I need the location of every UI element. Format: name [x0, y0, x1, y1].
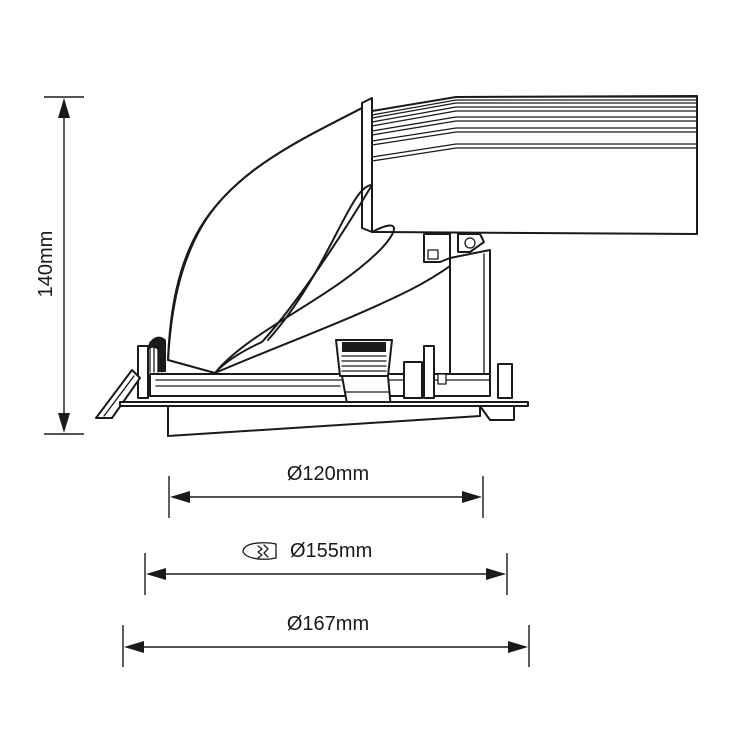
d167-arrow-left [124, 641, 144, 653]
diameter-167-label: Ø167mm [286, 613, 370, 635]
diameter-120-dimension [168, 476, 484, 518]
hole-saw-icon [242, 542, 277, 560]
spring-clip-left [95, 336, 166, 419]
diameter-155-dimension [144, 553, 508, 595]
d155-arrow-left [146, 568, 166, 580]
diameter-155-label: Ø155mm [290, 540, 373, 562]
reflector-arm [167, 107, 463, 374]
diameter-167-dimension [122, 625, 530, 667]
mounting-bracket [423, 233, 491, 377]
height-label: 140mm [35, 230, 57, 298]
led-head [361, 95, 698, 235]
d120-arrow-right [462, 491, 482, 503]
height-dimension [44, 96, 84, 435]
d155-arrow-right [486, 568, 506, 580]
base-frame [149, 345, 513, 399]
d167-arrow-right [508, 641, 528, 653]
diameter-120-label: Ø120mm [286, 463, 370, 485]
height-arrow-top [58, 98, 70, 118]
luminaire-body [95, 95, 698, 437]
trim-flange [119, 401, 529, 437]
d120-arrow-left [170, 491, 190, 503]
height-arrow-bottom [58, 413, 70, 433]
